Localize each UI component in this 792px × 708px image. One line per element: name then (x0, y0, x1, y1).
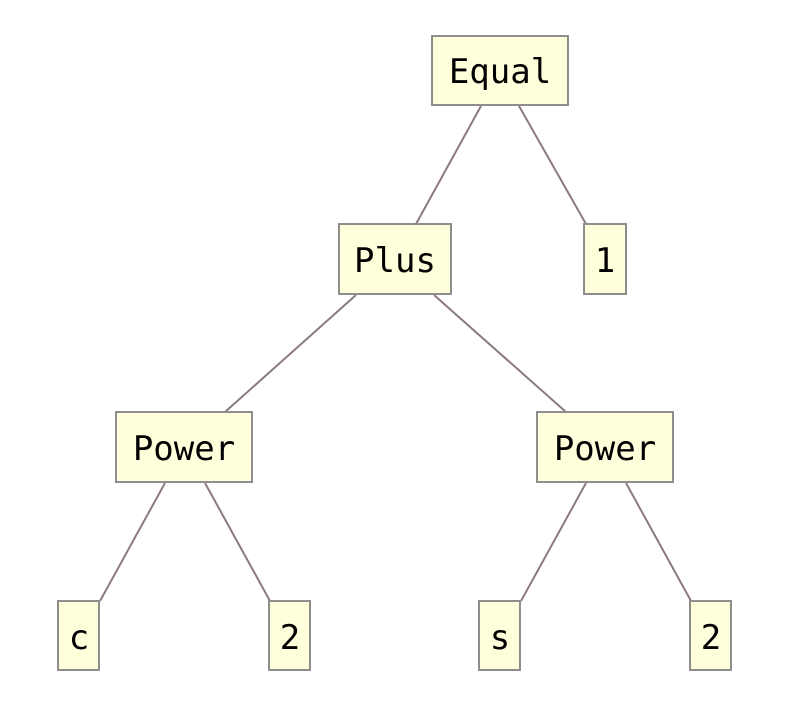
node-one-box (583, 223, 627, 295)
node-plus-label: Plus (354, 241, 436, 281)
node-power-left-box (115, 411, 253, 483)
node-c-label: c (69, 618, 89, 658)
node-one: 1 (583, 223, 627, 295)
edge-equal-plus (415, 105, 482, 225)
node-one-label: 1 (595, 241, 615, 281)
node-equal-label: Equal (449, 52, 551, 92)
node-s: s (478, 600, 521, 671)
edge-power-left-2 (204, 482, 271, 602)
node-two-right-box (689, 600, 732, 671)
node-two-right-label: 2 (701, 618, 721, 658)
node-equal: Equal (431, 35, 569, 106)
node-s-label: s (490, 618, 510, 658)
edge-power-left-c (99, 482, 166, 602)
edge-plus-power-left (224, 294, 357, 413)
node-c-box (57, 600, 100, 671)
node-power-left-label: Power (133, 429, 235, 469)
node-equal-box (431, 35, 569, 106)
node-power-right-label: Power (554, 429, 656, 469)
node-power-right: Power (536, 411, 674, 483)
node-power-left: Power (115, 411, 253, 483)
node-power-right-box (536, 411, 674, 483)
node-two-right: 2 (689, 600, 732, 671)
node-plus-box (338, 223, 452, 295)
edge-power-right-2 (625, 482, 692, 602)
node-plus: Plus (338, 223, 452, 295)
node-s-box (478, 600, 521, 671)
edge-power-right-s (520, 482, 587, 602)
node-two-left-box (268, 600, 311, 671)
node-two-left-label: 2 (280, 618, 300, 658)
node-two-left: 2 (268, 600, 311, 671)
edge-plus-power-right (433, 294, 567, 413)
edge-equal-1 (518, 105, 587, 225)
node-c: c (57, 600, 100, 671)
